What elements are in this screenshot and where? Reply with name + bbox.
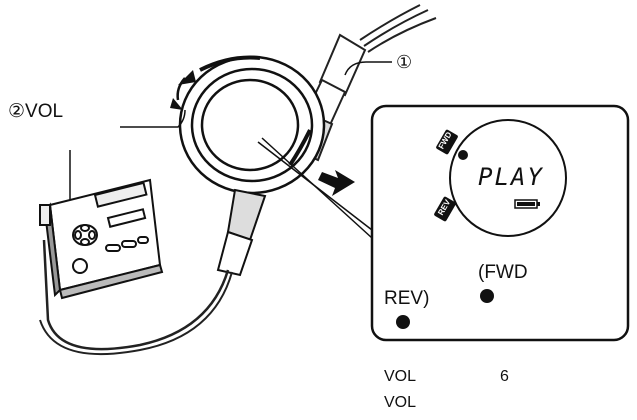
- rev-label: REV): [384, 288, 430, 309]
- remote-dial: [178, 55, 326, 195]
- fwd-dot: [480, 289, 494, 303]
- note-value-6: 6: [500, 368, 509, 385]
- press-arrow: [318, 170, 355, 196]
- fwd-tag-shape: [436, 129, 458, 155]
- step1-leader: [344, 61, 392, 76]
- note-vol-1: VOL: [384, 368, 417, 385]
- rev-tag-shape: [434, 196, 456, 222]
- cassette-player: [39, 178, 164, 300]
- step1-marker: ①: [396, 52, 413, 72]
- player-cable: [42, 239, 230, 351]
- step2-vol-label: ②VOL: [8, 101, 64, 122]
- battery-icon: [514, 199, 540, 209]
- vol-leader: [120, 109, 186, 128]
- lcd-play-text: PLAY: [478, 163, 544, 191]
- fwd-lcd-dot: [458, 150, 468, 160]
- note-vol-2: VOL: [384, 394, 417, 411]
- top-cables: [359, 4, 437, 53]
- fwd-label: (FWD: [478, 262, 528, 283]
- rev-dot: [396, 315, 410, 329]
- zoom-lines: [257, 137, 373, 239]
- remote-neck: [216, 188, 267, 277]
- rotate-arrows: [170, 70, 196, 110]
